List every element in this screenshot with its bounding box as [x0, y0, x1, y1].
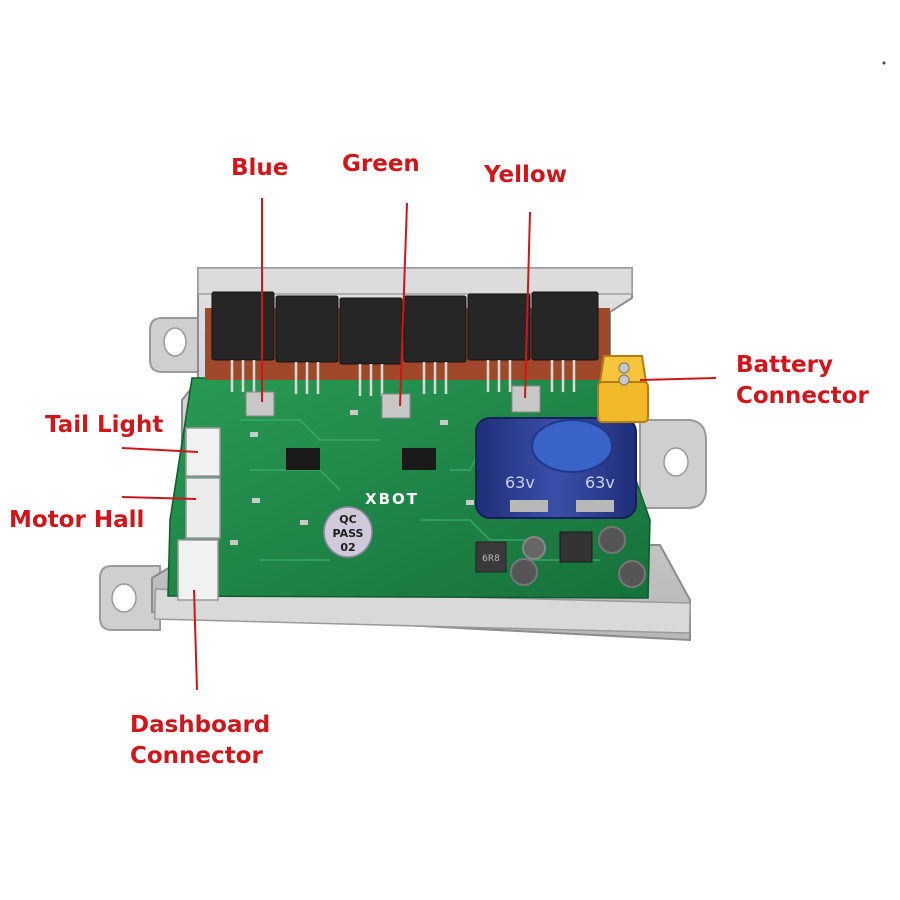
- pointer-dashboard: [193, 589, 198, 691]
- label-motor-hall: Motor Hall: [9, 507, 145, 533]
- mosfet-bank: [205, 291, 610, 419]
- phase-tab-blue: [245, 391, 275, 417]
- svg-text:QC: QC: [339, 513, 356, 526]
- pointer-green: [399, 202, 408, 407]
- label-dashboard-connector: Dashboard Connector: [130, 712, 271, 769]
- small-capacitors: [510, 526, 646, 588]
- label-battery-connector: Battery Connector: [736, 352, 869, 409]
- pointer-yellow: [524, 211, 531, 399]
- pointer-battery: [639, 377, 717, 381]
- label-yellow: Yellow: [484, 162, 567, 188]
- pointer-tail-light: [121, 447, 199, 453]
- corner-dot: [882, 61, 886, 65]
- mounting-tab-left-top: [149, 317, 206, 373]
- label-green: Green: [342, 151, 420, 177]
- battery-connector: [597, 355, 649, 423]
- svg-text:PASS: PASS: [333, 527, 364, 540]
- inductor: 6R8: [475, 541, 507, 573]
- brand-text: XBOT: [365, 490, 419, 508]
- motor-hall-connector: [185, 477, 221, 539]
- mounting-tab-left-bottom: [99, 565, 161, 631]
- mounting-tab-right: [639, 419, 707, 509]
- label-tail-light: Tail Light: [45, 412, 164, 438]
- side-connectors: [177, 427, 221, 601]
- svg-text:63v: 63v: [585, 473, 615, 492]
- svg-text:02: 02: [340, 541, 355, 554]
- qc-pass-sticker: QC PASS 02: [323, 506, 373, 558]
- svg-text:6R8: 6R8: [482, 554, 500, 564]
- ic-chip-right: [402, 448, 436, 470]
- svg-text:63v: 63v: [505, 473, 535, 492]
- ic-chip-left: [286, 448, 320, 470]
- label-blue: Blue: [231, 155, 289, 181]
- dashboard-connector: [177, 539, 219, 601]
- main-capacitor: 63v 63v: [475, 417, 637, 519]
- power-choke: [559, 531, 593, 563]
- pointer-motor-hall: [121, 496, 197, 500]
- phase-tab-green: [381, 393, 411, 419]
